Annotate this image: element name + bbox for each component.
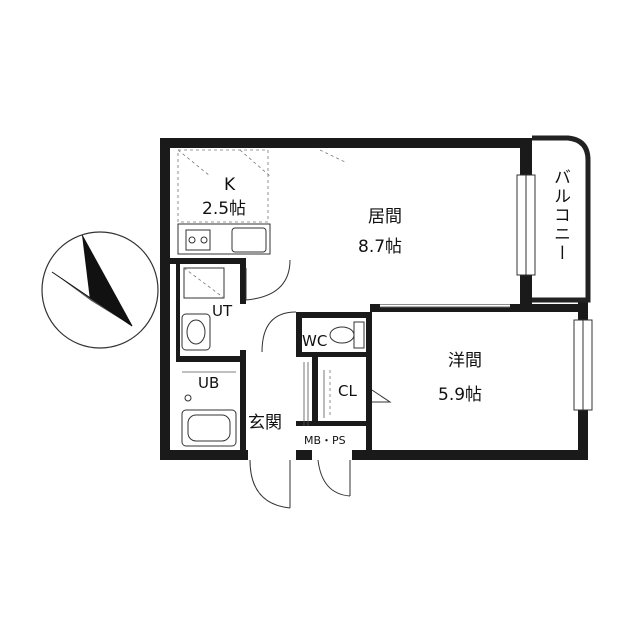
living-size: 8.7帖 [358, 237, 402, 257]
ub-label: UB [198, 374, 219, 392]
cl-label: CL [338, 382, 357, 400]
kitchen-size: 2.5帖 [202, 199, 246, 219]
toilet [329, 321, 365, 349]
balcony [532, 135, 591, 303]
bathtub [181, 371, 237, 447]
windows [380, 174, 593, 411]
doors [245, 259, 351, 509]
north-arrow-icon [41, 231, 159, 349]
western-size: 5.9帖 [438, 385, 482, 405]
closet-rail [323, 370, 392, 418]
mbps-label: MB・PS [304, 434, 346, 447]
balcony-label: バルコニー [550, 168, 570, 263]
living-name: 居間 [368, 207, 402, 227]
kitchen-name: K [224, 175, 236, 195]
wc-label: WC [302, 332, 327, 350]
western-name: 洋間 [448, 351, 482, 371]
ut-label: UT [212, 302, 233, 320]
kitchen-counter [177, 149, 346, 255]
entrance-label: 玄関 [248, 413, 282, 433]
washbasin [181, 313, 211, 351]
interior-walls [170, 258, 372, 456]
washing-machine [183, 267, 225, 299]
